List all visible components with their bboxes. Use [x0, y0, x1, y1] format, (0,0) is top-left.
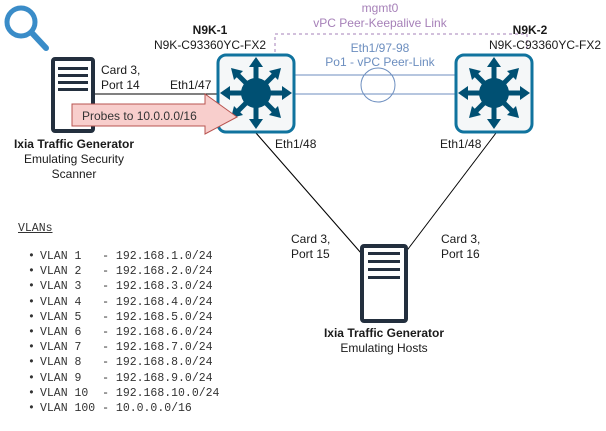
peerlink-label-line1: Eth1/97-98	[350, 41, 410, 55]
n9k1-name: N9K-1	[192, 23, 228, 37]
vlan-item: VLAN 1 - 192.168.1.0/24	[28, 249, 219, 264]
vlan-list: VLANs VLAN 1 - 192.168.1.0/24 VLAN 2 - 1…	[18, 222, 219, 416]
vlan-item: VLAN 4 - 192.168.4.0/24	[28, 295, 219, 310]
scanner-title: Ixia Traffic Generator	[13, 137, 135, 151]
n9k1-model: N9K-C93360YC-FX2	[153, 38, 267, 52]
probe-arrow	[71, 93, 238, 135]
n9k2-model: N9K-C93360YC-FX2	[488, 38, 602, 52]
hosts-title: Ixia Traffic Generator	[323, 326, 445, 340]
server-icon-hosts	[360, 244, 408, 323]
hosts-port15-label-line2: Port 15	[291, 247, 330, 261]
n9k2-hosts-link	[404, 132, 497, 254]
vlan-item: VLAN 6 - 192.168.6.0/24	[28, 325, 219, 340]
vlan-item: VLAN 3 - 192.168.3.0/24	[28, 279, 219, 294]
scanner-subtitle-line2: Scanner	[51, 167, 97, 181]
hosts-port15-label-line1: Card 3,	[291, 232, 331, 246]
vlan-list-title: VLANs	[18, 222, 53, 235]
vlan-item: VLAN 100 - 10.0.0.0/16	[28, 401, 219, 416]
scanner-subtitle-line1: Emulating Security	[23, 152, 125, 166]
vlan-item: VLAN 5 - 192.168.5.0/24	[28, 310, 219, 325]
peerlink-label-line2: Po1 - vPC Peer-Link	[325, 55, 435, 69]
vlan-item: VLAN 2 - 192.168.2.0/24	[28, 264, 219, 279]
n9k1-hosts-link	[255, 132, 362, 254]
hosts-port16-label-line1: Card 3,	[441, 232, 481, 246]
switch-icon-n9k1[interactable]	[216, 53, 296, 134]
vlan-item: VLAN 10 - 192.168.10.0/24	[28, 386, 219, 401]
search-icon	[4, 5, 49, 51]
hosts-port16-label-line2: Port 16	[441, 247, 480, 261]
scanner-port-label-line1: Card 3,	[101, 63, 141, 77]
n9k2-name: N9K-2	[512, 23, 548, 37]
port-channel-icon	[360, 67, 396, 103]
vlan-item: VLAN 9 - 192.168.9.0/24	[28, 371, 219, 386]
keepalive-label-line2: vPC Peer-Keepalive Link	[313, 16, 447, 30]
probe-arrow-label: Probes to 10.0.0.0/16	[82, 109, 197, 123]
switch-icon-n9k2[interactable]	[454, 53, 534, 134]
n9k2-eth1-48-label: Eth1/48	[440, 137, 482, 151]
keepalive-link	[274, 33, 528, 52]
hosts-subtitle: Emulating Hosts	[340, 341, 428, 355]
n9k1-eth1-48-label: Eth1/48	[275, 137, 317, 151]
scanner-port-label-line2: Port 14	[101, 78, 140, 92]
keepalive-label-line1: mgmt0	[361, 1, 399, 15]
n9k1-eth1-47-label: Eth1/47	[170, 78, 212, 92]
vlan-item: VLAN 8 - 192.168.8.0/24	[28, 355, 219, 370]
vlan-item: VLAN 7 - 192.168.7.0/24	[28, 340, 219, 355]
